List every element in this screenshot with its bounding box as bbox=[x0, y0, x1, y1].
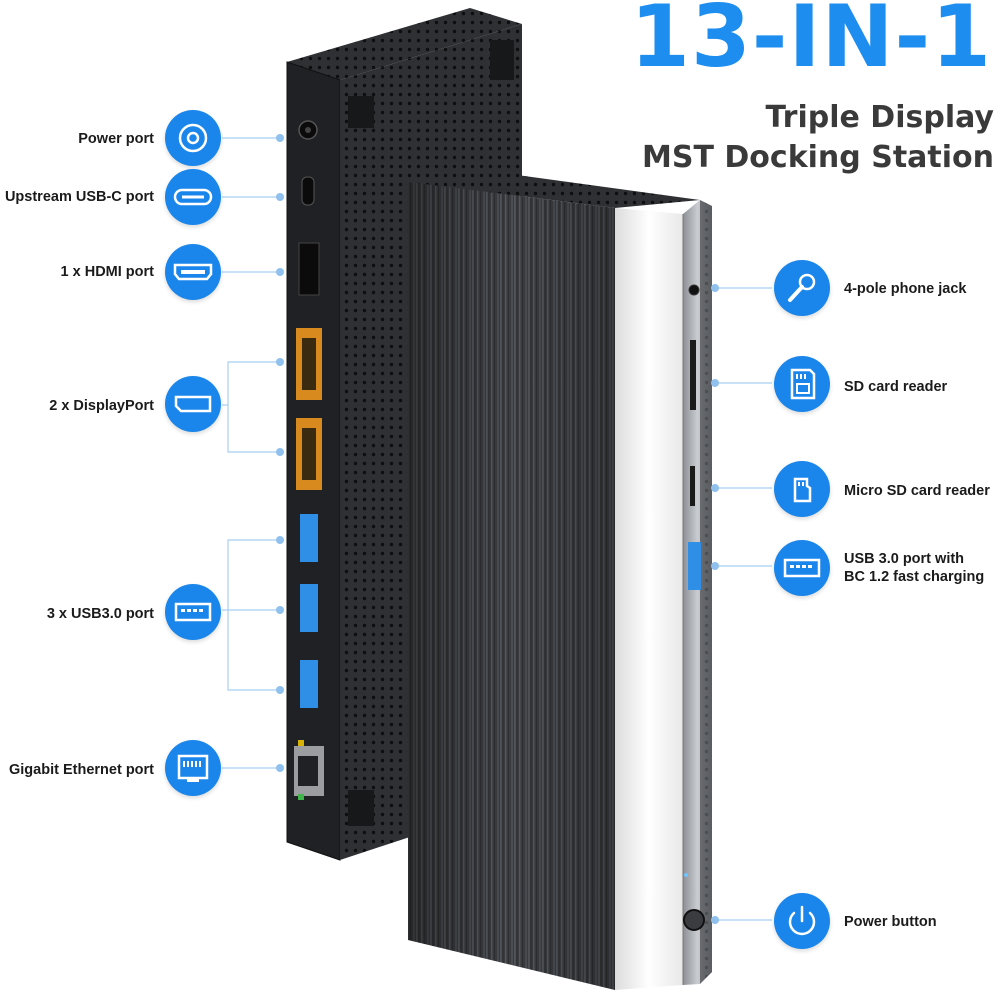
callout-label-sd-card: SD card reader bbox=[844, 379, 948, 395]
displayport-icon bbox=[165, 376, 221, 432]
callout-label-power-button: Power button bbox=[844, 914, 937, 930]
microphone-icon bbox=[774, 260, 830, 316]
usb-a-icon bbox=[774, 540, 830, 596]
power-button-icon bbox=[774, 893, 830, 949]
micro-sd-icon bbox=[774, 461, 830, 517]
callout-label-usb3-charging-line-2: BC 1.2 fast charging bbox=[844, 569, 985, 586]
callout-label-usb-c: Upstream USB-C port bbox=[4, 189, 154, 205]
callout-label-usb3-charging: USB 3.0 port with BC 1.2 fast charging bbox=[844, 550, 984, 586]
callout-label-ethernet: Gigabit Ethernet port bbox=[9, 762, 154, 778]
subtitle-line-1: Triple Display bbox=[765, 100, 994, 135]
callout-label-usb3: 3 x USB3.0 port bbox=[46, 606, 154, 622]
callout-label-hdmi: 1 x HDMI port bbox=[60, 264, 154, 280]
callout-label-micro-sd: Micro SD card reader bbox=[844, 483, 990, 499]
subtitle-line-2: MST Docking Station bbox=[642, 140, 994, 175]
callout-label-phone-jack: 4-pole phone jack bbox=[844, 281, 967, 297]
callout-label-power-port: Power port bbox=[78, 131, 154, 147]
power-port-icon bbox=[165, 110, 221, 166]
hdmi-icon bbox=[165, 244, 221, 300]
usb-a-icon bbox=[165, 584, 221, 640]
usb-c-icon bbox=[165, 169, 221, 225]
sd-card-icon bbox=[774, 356, 830, 412]
callout-label-displayport: 2 x DisplayPort bbox=[49, 398, 154, 414]
callout-label-usb3-charging-line-1: USB 3.0 port with bbox=[844, 551, 965, 567]
ethernet-icon bbox=[165, 740, 221, 796]
headline: 13-IN-1 bbox=[630, 0, 992, 87]
